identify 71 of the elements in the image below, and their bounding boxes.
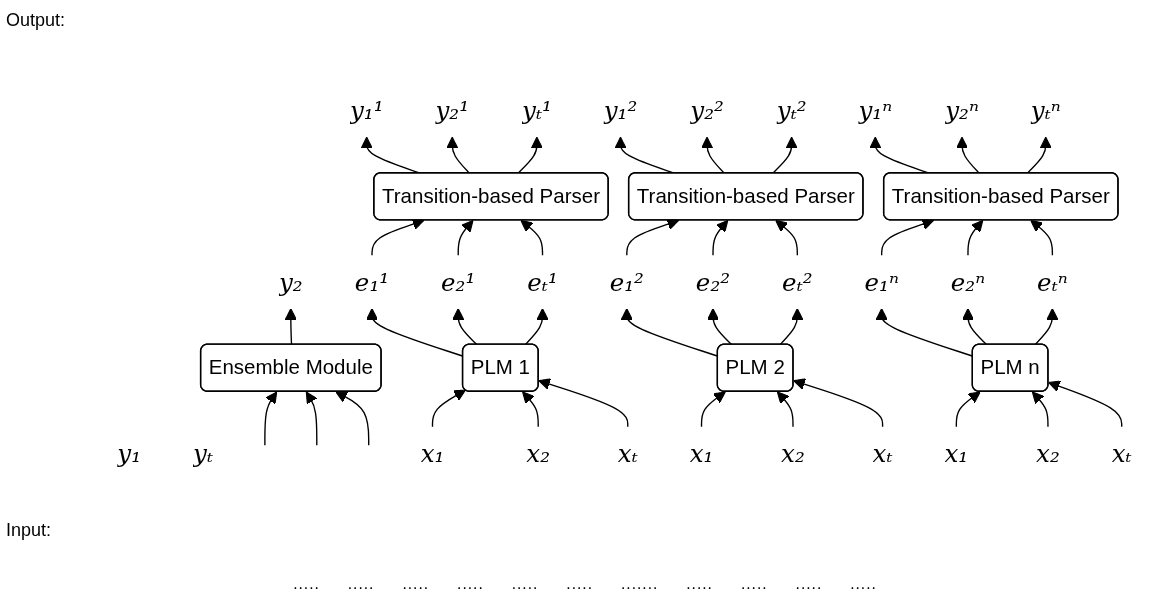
node-text: y₂¹ [435, 96, 470, 125]
ellipsis-dots: ····· [401, 579, 429, 597]
arrow [522, 391, 539, 428]
arrow [707, 308, 733, 346]
ellipsis-dots: ····· [511, 579, 538, 597]
node-text: yₜ² [776, 96, 807, 125]
node-text: y₂ⁿ [945, 96, 979, 125]
node-text: e₂² [695, 267, 731, 297]
input-label: Input: [6, 520, 52, 541]
node-text: x₁ [420, 439, 445, 468]
arrow [264, 391, 278, 446]
node-text: eₜⁿ [1037, 267, 1068, 297]
node-text: y₁² [603, 96, 638, 125]
arrow [626, 218, 680, 257]
arrow [524, 308, 549, 346]
node-text: eₜ² [782, 267, 813, 297]
arrow [881, 218, 935, 257]
node-text: y₁ [117, 439, 142, 468]
arrow [305, 391, 318, 446]
arrow [1034, 308, 1059, 346]
arrow [776, 391, 794, 428]
ellipsis-dots: ····· [292, 579, 320, 597]
node-text: e₂ⁿ [950, 267, 986, 297]
arrow [1030, 219, 1054, 257]
node-text: yₜ¹ [521, 96, 552, 125]
arrow [1048, 380, 1123, 428]
arrow [452, 308, 478, 346]
node-text: x₂ [1036, 439, 1060, 468]
node-text: eₜ¹ [527, 267, 558, 297]
ellipsis-dots: ····· [740, 579, 768, 597]
node-text: y₂² [690, 96, 724, 125]
arrow [520, 219, 544, 257]
node-text: e₁¹ [354, 267, 390, 297]
arrow [793, 378, 884, 428]
arrow [712, 219, 729, 257]
node-text: x₂ [526, 439, 551, 468]
node-text: xₜ [617, 439, 638, 468]
node-text: e₁² [609, 267, 644, 297]
ellipsis-dots: ····· [347, 579, 374, 597]
ellipsis-dots: ····· [565, 579, 593, 597]
node-text: x₂ [781, 439, 805, 468]
ellipsis-dots: ····· [795, 579, 822, 597]
arrow [371, 218, 425, 257]
arrow [431, 389, 466, 428]
arrow [961, 308, 988, 346]
node-text: e₁ⁿ [864, 267, 899, 297]
arrow [967, 219, 984, 257]
arrow [335, 391, 370, 446]
ellipsis-dots: ····· [849, 579, 877, 597]
node-text: xₜ [1111, 439, 1132, 468]
node-text: xₜ [872, 439, 893, 468]
output-label: Output: [6, 10, 66, 31]
node-text: y₁¹ [349, 96, 384, 125]
ellipsis-dots: ····· [685, 579, 713, 597]
node-text: x₁ [689, 439, 714, 468]
arrow [457, 219, 474, 257]
node-text: yₜⁿ [1030, 96, 1061, 125]
arrow [1031, 391, 1049, 428]
node-text: y₁ⁿ [858, 96, 893, 125]
arrow [775, 219, 798, 257]
ellipsis-dots: ······· [620, 579, 658, 597]
arrow [955, 391, 981, 428]
node-text: e₂¹ [441, 267, 476, 297]
arrow [700, 391, 726, 428]
node-text: yₜ [193, 439, 213, 468]
node-text: y₂ [278, 267, 303, 297]
arrow [779, 308, 804, 346]
arrow [284, 308, 297, 346]
arrow [538, 378, 629, 428]
node-text: x₁ [944, 439, 969, 468]
ellipsis-dots: ····· [456, 579, 484, 597]
